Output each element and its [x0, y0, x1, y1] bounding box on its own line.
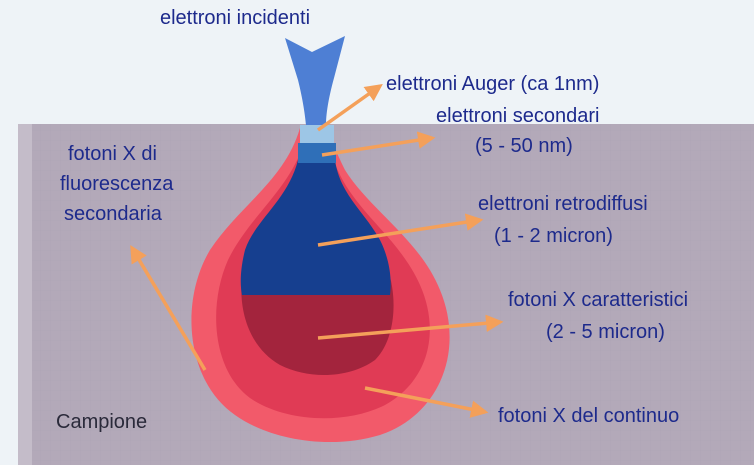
label-backscatter-1: elettroni retrodiffusi [478, 193, 648, 215]
label-characteristic-1: fotoni X caratteristici [508, 289, 688, 311]
label-fluorescence-1: fotoni X di [68, 143, 157, 165]
surface-band [300, 125, 334, 143]
label-secondary-1: elettroni secondari [436, 105, 599, 127]
incident-beam [285, 36, 345, 125]
label-characteristic-2: (2 - 5 micron) [546, 321, 665, 343]
label-secondary-2: (5 - 50 nm) [475, 135, 573, 157]
label-continuum: fotoni X del continuo [498, 405, 679, 427]
sample-left-edge [18, 124, 32, 465]
label-fluorescence-3: secondaria [64, 203, 163, 225]
label-backscatter-2: (1 - 2 micron) [494, 225, 613, 247]
label-sample: Campione [56, 411, 147, 433]
label-fluorescence-2: fluorescenza [60, 173, 174, 195]
label-incident-electrons: elettroni incidenti [160, 7, 310, 29]
label-auger: elettroni Auger (ca 1nm) [386, 73, 599, 95]
